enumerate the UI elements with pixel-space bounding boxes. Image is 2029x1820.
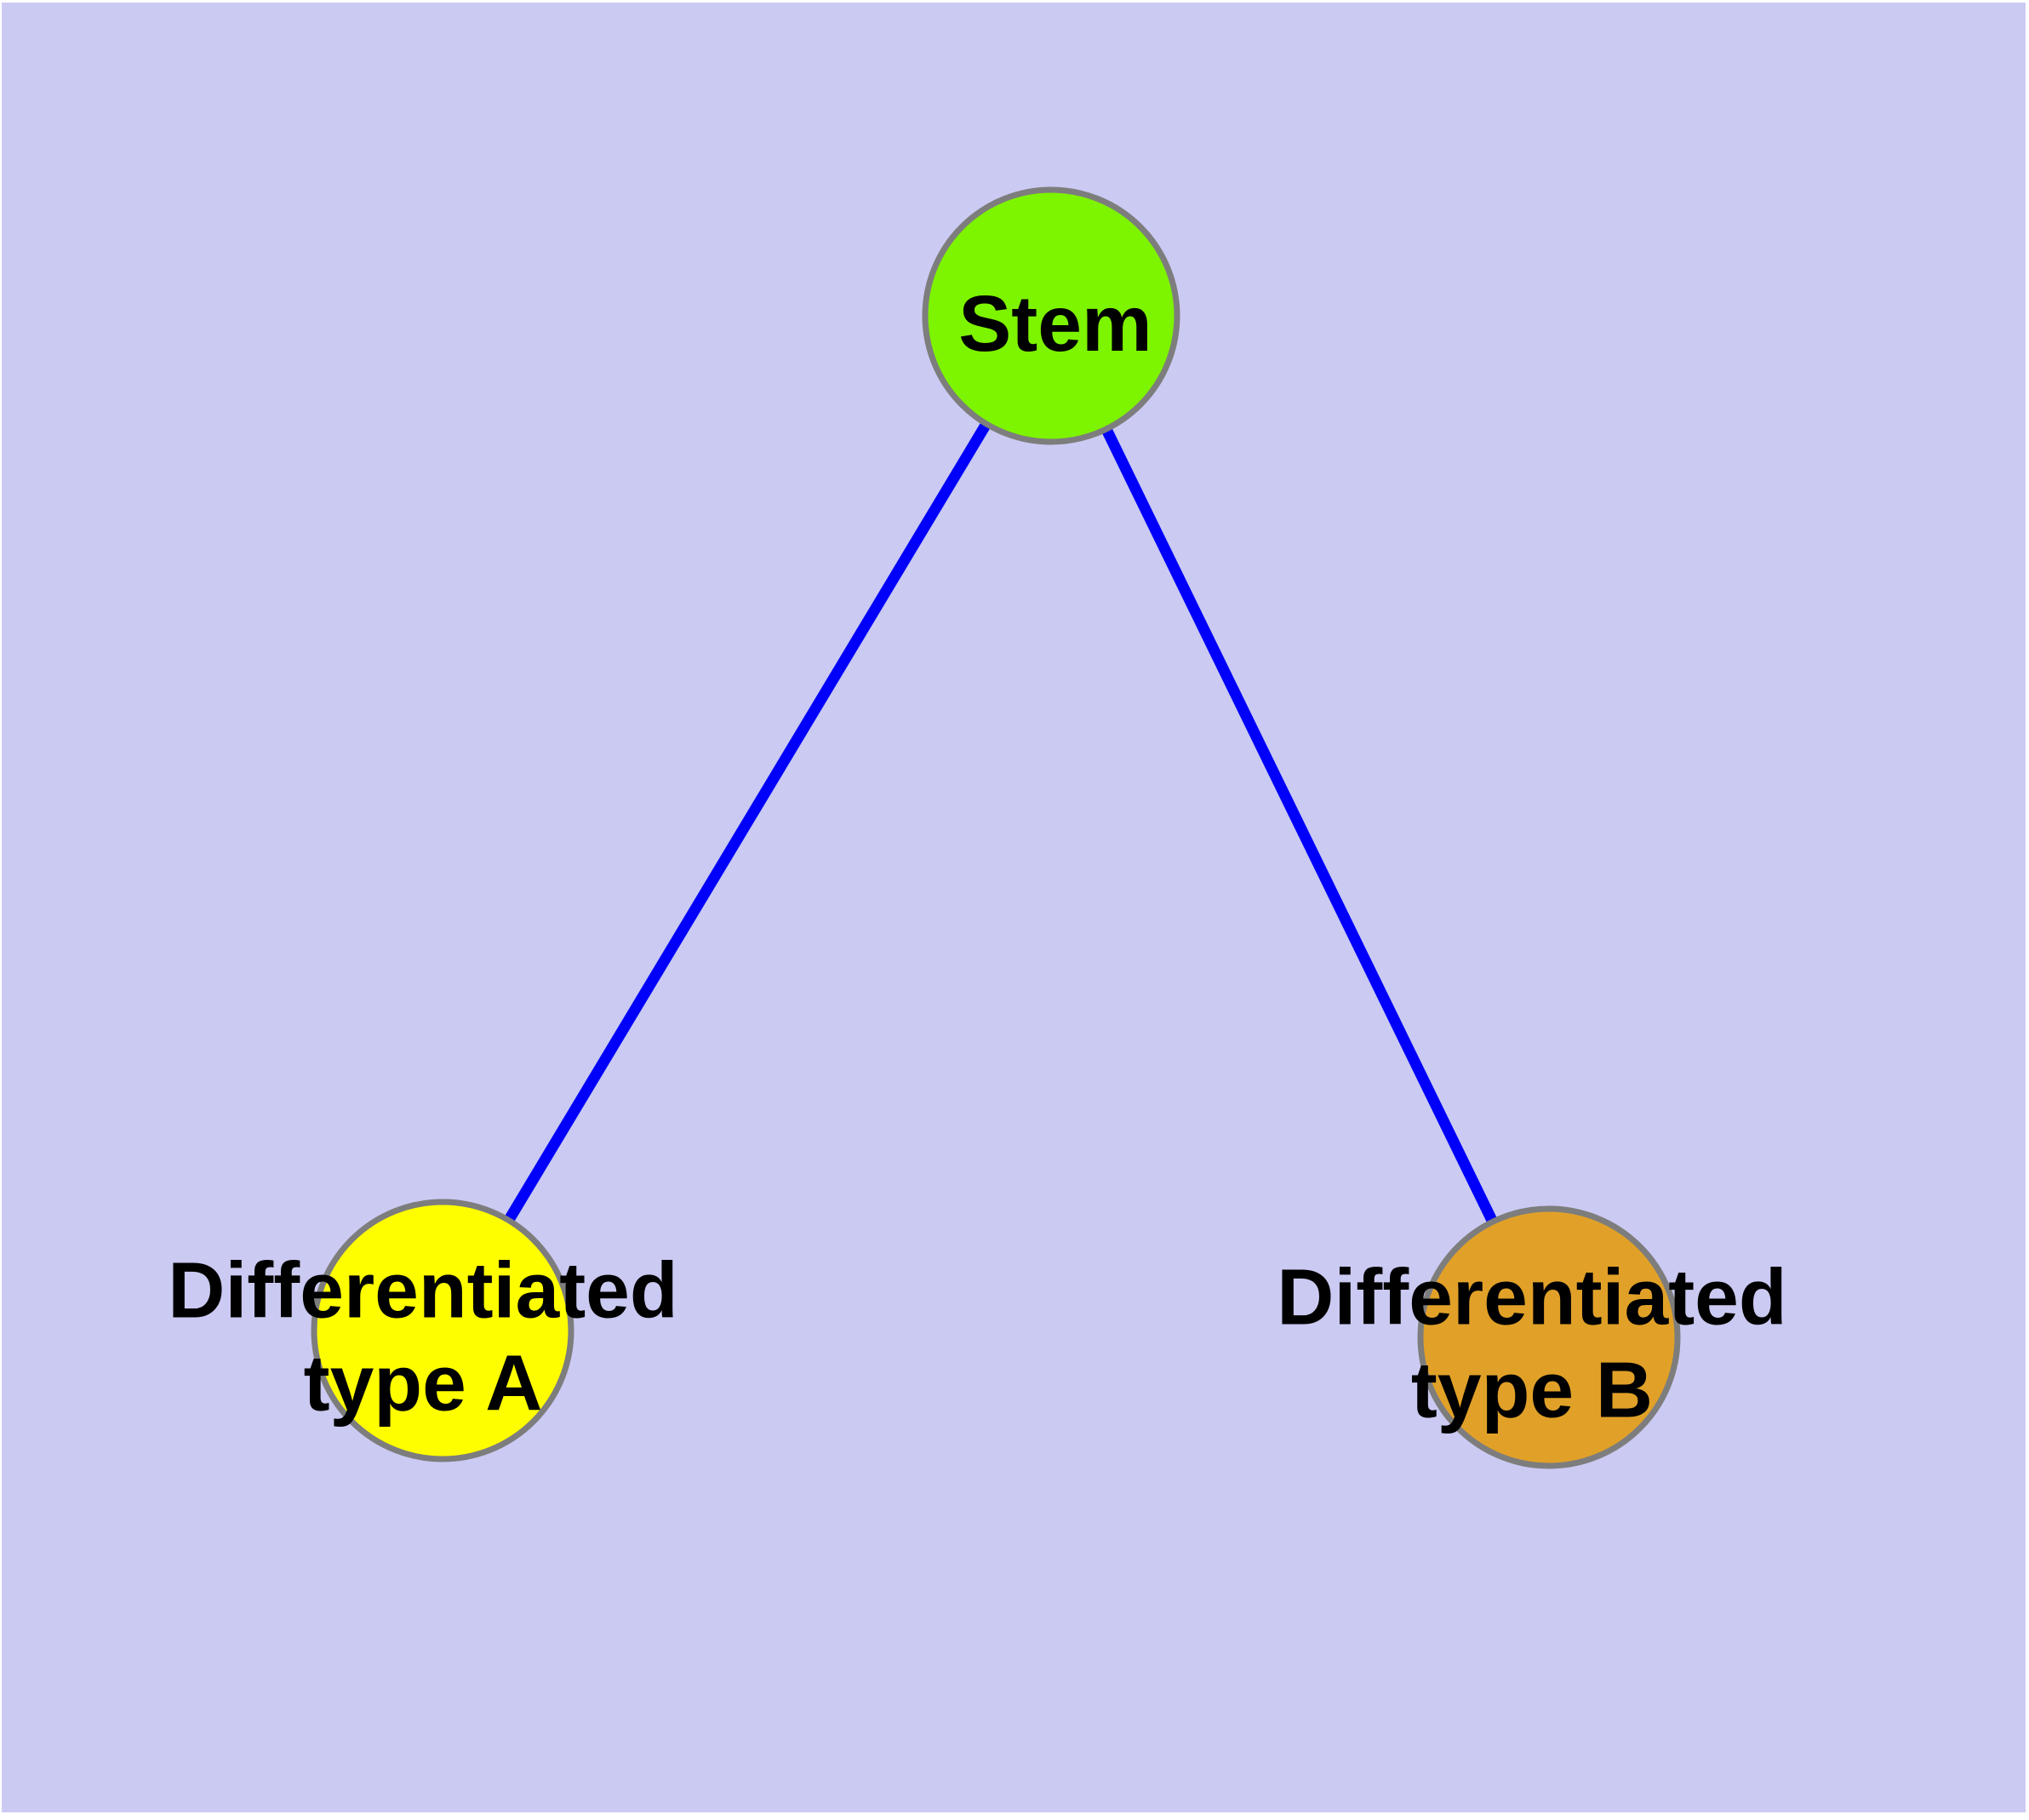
node-differentiated-type-b <box>1417 1205 1681 1469</box>
node-label-differentiated-type-b-line-2: type B <box>1411 1346 1653 1434</box>
node-label-stem: Stem <box>958 279 1152 368</box>
node-differentiated-type-a <box>311 1199 574 1462</box>
node-label-stem-line-1: Stem <box>958 279 1152 368</box>
node-label-differentiated-type-b-line-1: Differentiated <box>1277 1253 1786 1342</box>
edge-stem-to-differentiated-type-a <box>437 312 1056 1334</box>
edge-stem-to-differentiated-type-b <box>1046 313 1554 1340</box>
node-stem <box>922 186 1180 445</box>
node-label-differentiated-type-a-line-1: Differentiated <box>168 1246 677 1335</box>
node-label-differentiated-type-a-line-2: type A <box>304 1339 543 1428</box>
